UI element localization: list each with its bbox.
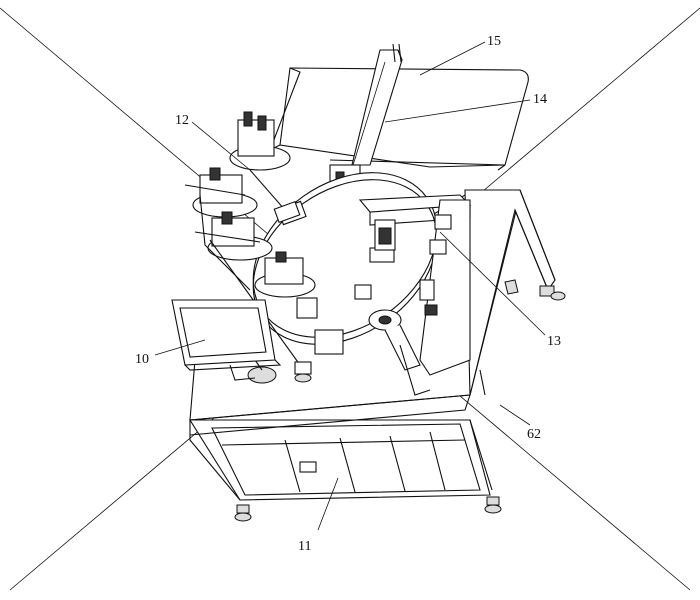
- label-12: 12: [175, 113, 189, 128]
- label-15: 15: [487, 34, 501, 49]
- monitor-10: [171, 299, 282, 381]
- slide-module-13: [358, 194, 472, 376]
- left-stations: [184, 167, 344, 384]
- station-12: [229, 111, 301, 224]
- label-62: 62: [527, 427, 541, 442]
- back-panel-15: [268, 67, 529, 171]
- label-11: 11: [298, 539, 311, 554]
- cabinet-11: [189, 419, 502, 522]
- reference-labels: 15 14 12 13 10 62 11: [135, 34, 561, 554]
- label-13: 13: [547, 334, 561, 349]
- roller-assembly: [368, 309, 431, 396]
- label-14: 14: [533, 92, 547, 107]
- right-frame: [464, 189, 566, 396]
- label-10: 10: [135, 352, 149, 367]
- leader-lines: [154, 41, 546, 531]
